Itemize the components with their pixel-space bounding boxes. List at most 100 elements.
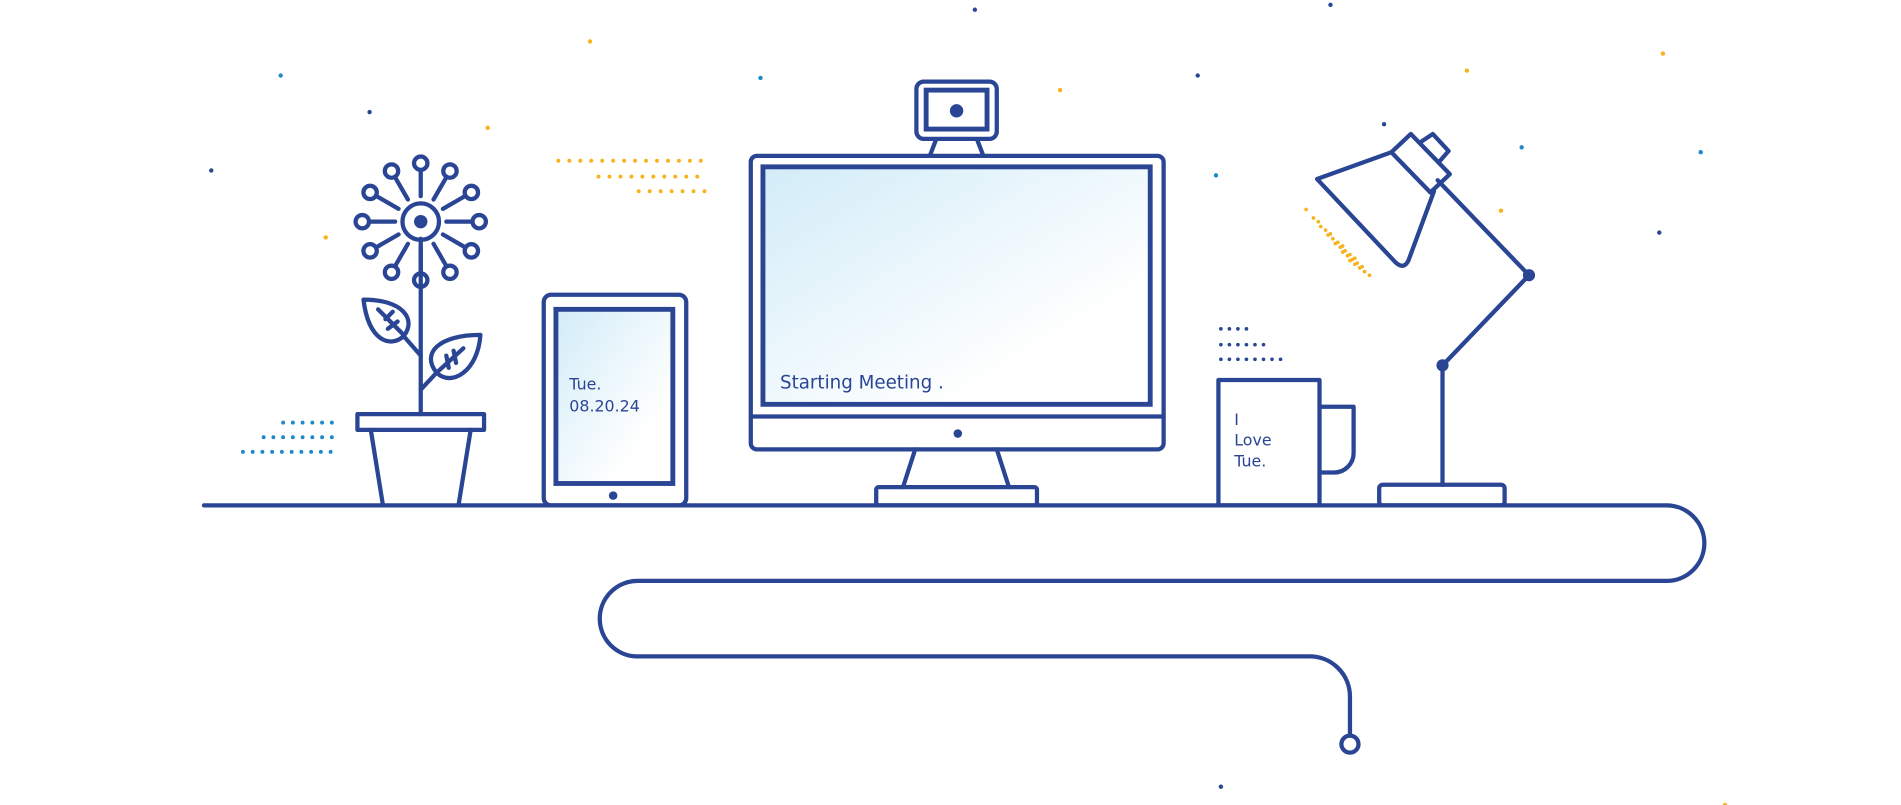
dot: [622, 158, 627, 163]
monitor-screen-text: Starting Meeting .: [780, 372, 944, 393]
dot: [600, 158, 605, 163]
monitor-icon: Starting Meeting .: [748, 79, 1166, 508]
dot: [310, 435, 315, 440]
dot: [1253, 357, 1257, 362]
dot: [240, 449, 245, 454]
dot: [1253, 342, 1257, 347]
dot: [684, 174, 689, 179]
petal-node: [462, 242, 481, 260]
dot: [687, 158, 692, 163]
dot: [1244, 342, 1249, 347]
dot: [367, 109, 372, 115]
dot: [250, 449, 255, 454]
dot: [261, 435, 266, 440]
dot: [323, 235, 328, 240]
dot: [673, 174, 678, 179]
dot: [587, 39, 593, 44]
dot: [611, 158, 616, 163]
petal-node: [470, 212, 489, 231]
dot: [669, 189, 674, 194]
dot: [1227, 326, 1232, 331]
dot: [972, 7, 978, 12]
tablet-day: Tue.: [568, 375, 601, 394]
background-dots: [209, 2, 1728, 805]
dot: [1323, 228, 1328, 233]
dot: [1657, 230, 1662, 235]
dot: [618, 174, 623, 179]
dot: [1227, 357, 1232, 362]
dot: [1227, 342, 1232, 347]
dot: [680, 189, 685, 194]
dot: [1311, 216, 1316, 220]
dot: [647, 189, 652, 194]
dot: [640, 174, 645, 179]
dot: [758, 75, 763, 81]
dot: [309, 449, 314, 454]
dot: [290, 420, 295, 425]
dot: [320, 420, 325, 425]
dot: [567, 158, 572, 163]
desk-lamp-icon: [1314, 131, 1536, 508]
dot: [1331, 236, 1335, 241]
dot: [320, 435, 325, 440]
dot: [1519, 145, 1524, 150]
petal-node: [411, 154, 430, 173]
tablet-icon: Tue. 08.20.24: [541, 292, 689, 508]
mug-text-line1: I: [1234, 410, 1239, 429]
dot: [1660, 51, 1666, 56]
dot: [596, 174, 601, 179]
dot: [271, 435, 276, 440]
petal-node: [441, 162, 459, 180]
dot: [270, 449, 275, 454]
petal-node: [382, 263, 401, 282]
dot: [1722, 802, 1728, 805]
dot: [290, 435, 295, 440]
dot: [1270, 357, 1274, 362]
dot: [279, 449, 284, 454]
dot: [607, 174, 612, 179]
dot: [1218, 784, 1224, 789]
dot: [636, 189, 641, 194]
dot: [1244, 326, 1249, 331]
dot: [329, 420, 334, 425]
dot: [1213, 173, 1219, 178]
petal-stem: [393, 176, 411, 202]
tablet-date: 08.20.24: [569, 397, 640, 416]
petal-node: [411, 271, 430, 289]
desk-cable: [201, 503, 1707, 738]
dot: [329, 435, 334, 440]
mug-text-line3: Tue.: [1233, 451, 1266, 470]
dot: [1357, 266, 1362, 270]
petal-node: [353, 212, 372, 231]
dot: [1345, 253, 1350, 258]
dot: [1698, 150, 1703, 155]
petal-stem: [431, 176, 448, 202]
dot: [633, 158, 638, 163]
dot: [1278, 357, 1283, 362]
dot: [300, 420, 305, 425]
dot: [1057, 87, 1063, 93]
dot: [666, 158, 670, 163]
dot: [209, 168, 214, 173]
dot: [1219, 342, 1223, 347]
dot: [1195, 73, 1200, 78]
dot: [299, 449, 304, 454]
dot: [1236, 357, 1240, 362]
dot: [1348, 258, 1352, 263]
dot: [1261, 357, 1266, 362]
dot: [1236, 326, 1240, 331]
dot: [662, 174, 667, 179]
petal-stem: [440, 232, 467, 249]
dot: [691, 189, 696, 194]
dot: [1498, 208, 1504, 213]
dot: [1338, 245, 1343, 250]
petal-node: [361, 183, 379, 202]
dot: [1244, 357, 1249, 362]
dot: [702, 189, 707, 194]
dot: [1381, 122, 1387, 127]
dot: [655, 158, 659, 163]
dot: [1362, 269, 1367, 274]
dot: [289, 449, 294, 454]
dot: [1219, 357, 1223, 362]
